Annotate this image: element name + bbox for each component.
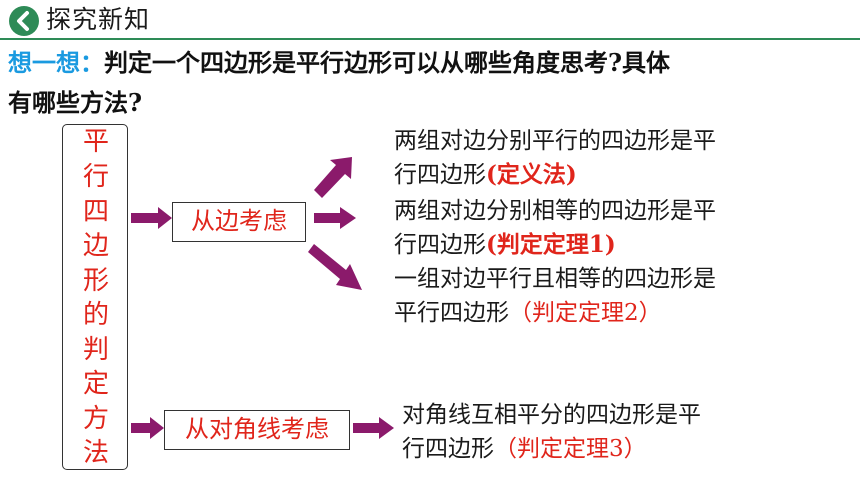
method-1-line-2: 行四边形(定义法) <box>394 158 577 192</box>
arrow-right-icon <box>131 207 172 229</box>
arrow-right-icon <box>314 207 356 229</box>
question-line-2: 有哪些方法? <box>8 88 143 117</box>
title-char: 判 <box>82 335 109 365</box>
method-text: 行四边形 <box>402 436 494 462</box>
question-line-1: 想一想：判定一个四边形是平行边形可以从哪些角度思考?具体 <box>8 48 670 78</box>
header-divider <box>0 38 860 40</box>
arrow-up-right-icon <box>314 157 352 198</box>
page-title: 探究新知 <box>46 5 151 34</box>
method-tag: (定义法) <box>486 161 577 188</box>
method-title-box: 平 行 四 边 形 的 判 定 方 法 <box>62 124 128 470</box>
arrow-down-right-icon <box>308 244 362 290</box>
method-3-line-1: 一组对边平行且相等的四边形是 <box>394 266 716 292</box>
method-3-line-2: 平行四边形（判定定理2） <box>394 296 662 330</box>
title-char: 行 <box>82 162 109 192</box>
question-text: 判定一个四边形是平行边形可以从哪些角度思考?具体 <box>104 48 671 77</box>
category-side: 从边考虑 <box>172 202 306 242</box>
title-char: 形 <box>82 266 109 296</box>
chevron-left-icon <box>8 5 40 37</box>
title-char: 法 <box>82 438 109 468</box>
title-char: 平 <box>82 127 109 157</box>
method-4-line-2: 行四边形（判定定理3） <box>402 432 647 466</box>
title-char: 方 <box>82 404 109 434</box>
method-4-line-1: 对角线互相平分的四边形是平 <box>402 402 701 428</box>
title-char: 边 <box>82 231 109 261</box>
arrow-right-icon <box>353 417 394 439</box>
method-1-line-1: 两组对边分别平行的四边形是平 <box>394 128 716 154</box>
method-text: 平行四边形 <box>394 300 509 326</box>
method-2-line-2: 行四边形(判定定理1) <box>394 228 616 262</box>
method-tag: （判定定理3） <box>494 436 647 462</box>
title-char: 的 <box>82 300 109 330</box>
method-tag: (判定定理1) <box>486 231 616 258</box>
arrow-right-icon <box>131 417 164 439</box>
title-char: 定 <box>82 369 109 399</box>
category-diagonal: 从对角线考虑 <box>164 410 350 450</box>
method-text: 行四边形 <box>394 232 486 258</box>
method-text: 行四边形 <box>394 162 486 188</box>
method-tag: （判定定理2） <box>509 300 662 326</box>
title-char: 四 <box>82 197 109 227</box>
method-2-line-1: 两组对边分别相等的四边形是平 <box>394 198 716 224</box>
question-prefix: 想一想： <box>8 48 104 77</box>
